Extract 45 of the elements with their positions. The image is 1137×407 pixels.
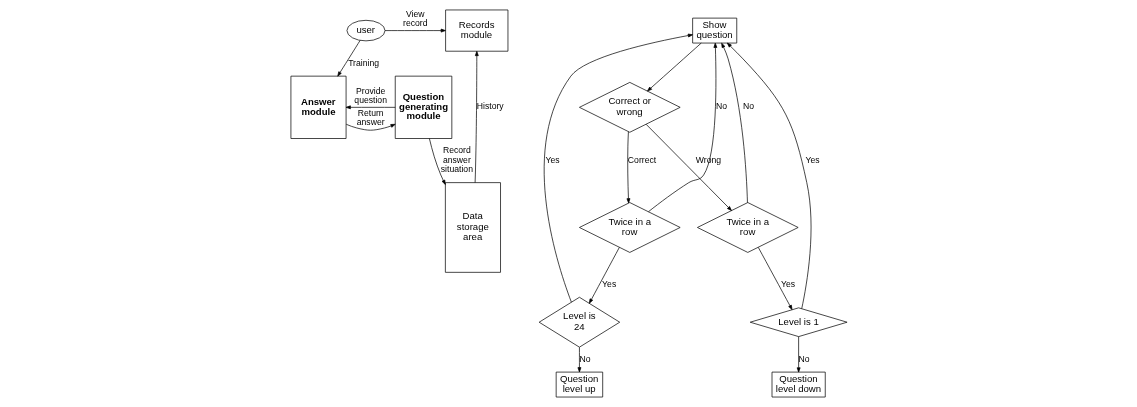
edge-label: No: [798, 353, 810, 364]
node-diamond: Twice in a row: [578, 202, 680, 253]
node-diamond: Correct or wrong: [578, 82, 680, 133]
edge-label: View record: [402, 8, 428, 29]
arrow: [626, 131, 630, 204]
edge-label: No: [715, 101, 727, 112]
edge-label: Return answer: [356, 107, 385, 128]
arrow: [543, 33, 693, 303]
edge-label: Yes: [805, 154, 820, 165]
node-box: Records module: [444, 9, 508, 52]
edge-label: History: [476, 101, 504, 112]
node-box: Question generating module: [394, 75, 452, 139]
arrow: [336, 40, 361, 77]
edge-label: Yes: [545, 154, 560, 165]
edge-label: Provide question: [353, 85, 387, 106]
arrow: [345, 123, 396, 131]
arrow: [720, 42, 748, 204]
edge-label: Wrong: [695, 154, 721, 165]
edge-label: Record answer situation: [440, 145, 473, 175]
node-diamond: Twice in a row: [696, 202, 798, 253]
node-box: Question level up: [555, 371, 603, 398]
arrow: [384, 28, 446, 33]
arrow: [474, 50, 479, 183]
arrow: [588, 247, 620, 304]
arrow: [345, 105, 396, 110]
arrow: [757, 247, 792, 310]
node-diamond: Level is 1: [749, 307, 847, 337]
edge-label: Correct: [627, 154, 656, 165]
arrow: [428, 138, 446, 185]
arrow: [796, 336, 800, 373]
arrow: [646, 42, 702, 92]
node-box: Answer module: [290, 75, 346, 139]
node-box: Show question: [691, 17, 737, 44]
edge-label: Yes: [601, 278, 616, 289]
edge-label: Training: [347, 57, 379, 68]
edge-label: No: [742, 101, 754, 112]
node-box: Data storage area: [444, 182, 501, 273]
arrow: [726, 42, 811, 310]
node-box: Question level down: [771, 371, 826, 398]
arrow: [647, 42, 717, 213]
node-ellipse: user: [346, 19, 385, 42]
arrow: [645, 123, 732, 211]
edge-label: Yes: [780, 278, 795, 289]
arrow: [577, 346, 581, 373]
edge-label: No: [578, 353, 590, 364]
